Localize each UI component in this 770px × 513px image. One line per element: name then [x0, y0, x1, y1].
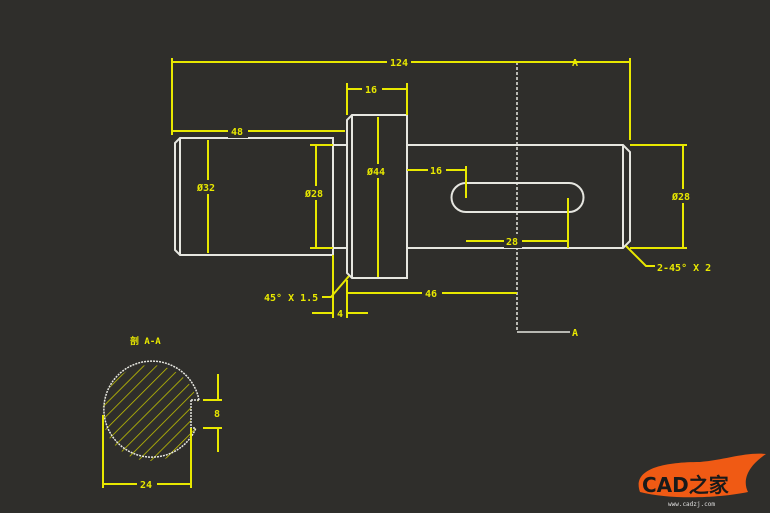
section-marker-top: A: [572, 58, 578, 69]
dimensions: 124 48 16 Ø32 Ø28 Ø44 16 28 Ø28 2-45° X …: [171, 55, 711, 320]
dim-section-offset: 46: [425, 289, 437, 300]
dim-neck-diameter: Ø28: [304, 188, 323, 200]
right-shaft: [407, 144, 631, 249]
dim-overall-length: 124: [390, 58, 408, 69]
logo-url: www.cadzj.com: [668, 501, 715, 508]
dim-collar-diameter: Ø44: [366, 166, 385, 178]
dim-key-offset: 16: [430, 166, 442, 177]
dim-collar-chamfer: 45° X 1.5: [264, 293, 318, 304]
dim-groove-width: 4: [337, 309, 343, 320]
dim-right-chamfer: 2-45° X 2: [657, 263, 711, 274]
shaft-geometry: [174, 114, 631, 279]
left-cylinder: [174, 137, 334, 256]
neck: [333, 144, 347, 249]
dim-right-diameter: Ø28: [671, 191, 690, 203]
section-view-a-a: 剖 A-A 8 24: [102, 335, 222, 491]
dim-left-diameter: Ø32: [196, 182, 215, 194]
logo-text: CAD之家: [642, 473, 730, 497]
section-title: 剖 A-A: [130, 335, 161, 347]
dim-key-length: 28: [506, 237, 518, 248]
section-marker-bottom: A: [572, 328, 578, 339]
dim-left-length: 48: [231, 127, 243, 138]
dim-key-depth: 8: [214, 409, 220, 420]
dim-flat-width: 24: [140, 480, 152, 491]
dim-collar-width: 16: [365, 85, 377, 96]
cadzj-logo: CAD之家 www.cadzj.com: [638, 453, 766, 508]
